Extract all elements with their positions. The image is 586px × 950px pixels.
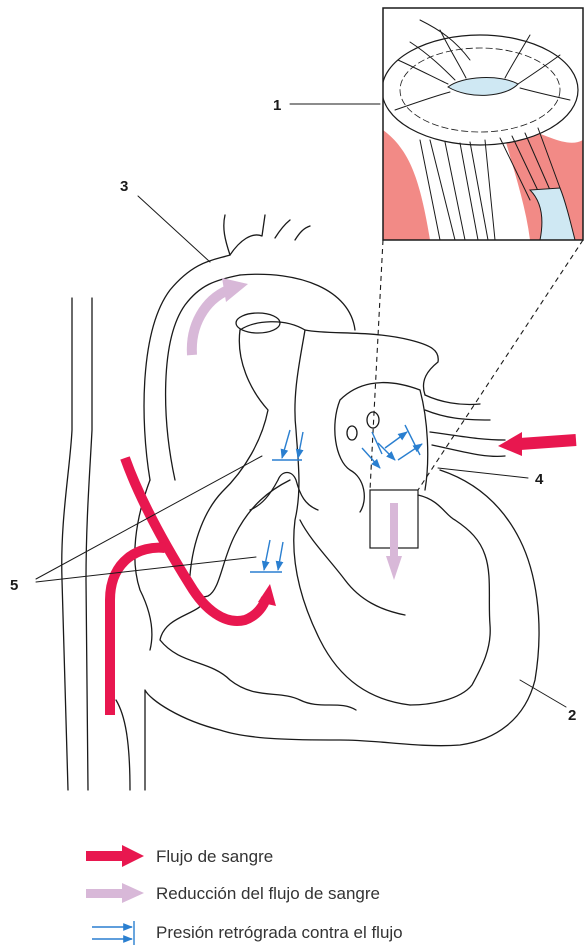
left-ventricle-scalloped — [410, 495, 490, 705]
blood-flow-arrowhead-incoming — [498, 432, 522, 456]
legend-label-blood-flow: Flujo de sangre — [156, 847, 273, 866]
zoom-line-right — [418, 240, 583, 490]
aortic-branches — [230, 215, 355, 330]
reduced-flow-arrow-aorta — [192, 290, 228, 355]
heart-outline — [62, 215, 539, 790]
left-ventricle-inner — [300, 520, 405, 615]
inferior-wall — [116, 700, 130, 790]
vessel-ring-1 — [347, 426, 357, 440]
blood-flow-arrow-right-heart — [125, 458, 266, 621]
reduced-flow-icon-head — [122, 883, 144, 903]
vena-cava-outer — [62, 298, 72, 790]
blood-flow-arrow-incoming — [520, 440, 576, 444]
blood-flow-icon — [86, 851, 122, 861]
reduced-flow-icon — [86, 889, 122, 898]
pulmonary-trunk — [240, 322, 438, 395]
right-atrium — [190, 330, 290, 597]
legend-item-blood-flow: Flujo de sangre — [86, 845, 273, 867]
callout-4: 4 — [535, 471, 544, 488]
vena-cava-inner — [86, 298, 92, 790]
legend: Flujo de sangre Reducción del flujo de s… — [86, 845, 403, 945]
reduced-flow-arrowhead-aorta — [222, 278, 248, 302]
legend-item-reduced-flow: Reducción del flujo de sangre — [86, 883, 380, 903]
left-atrium — [335, 383, 428, 512]
callout-1: 1 — [273, 97, 281, 114]
callout-2: 2 — [568, 707, 576, 724]
legend-label-back-pressure: Presión retrógrada contra el flujo — [156, 923, 403, 942]
valve-inset — [382, 8, 583, 240]
vessel-ring-2 — [367, 412, 379, 428]
pulmonary-veins — [425, 395, 505, 456]
tricuspid-valve — [250, 473, 318, 511]
legend-label-reduced-flow: Reducción del flujo de sangre — [156, 884, 380, 903]
blood-flow-icon-head — [122, 845, 144, 867]
reduced-flow-arrowhead-mitral — [386, 556, 402, 580]
callout-5: 5 — [10, 577, 18, 594]
legend-item-back-pressure — [92, 921, 134, 945]
callout-3: 3 — [120, 178, 128, 195]
